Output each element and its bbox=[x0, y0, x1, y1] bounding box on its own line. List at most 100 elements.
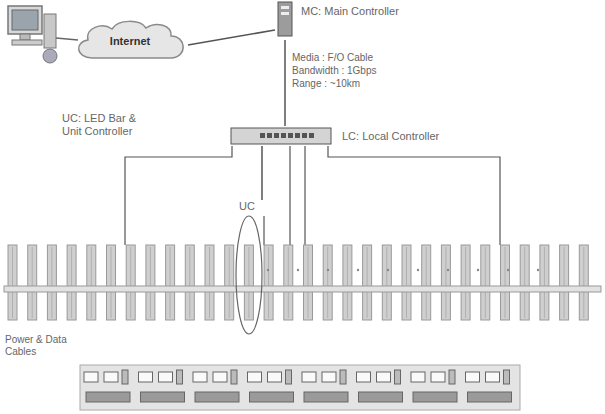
strip-board bbox=[304, 392, 348, 402]
connector bbox=[261, 146, 263, 200]
led-bar-line bbox=[51, 247, 52, 318]
screen bbox=[12, 10, 38, 30]
annotation-label: UC: LED Bar & Unit Controller bbox=[62, 112, 154, 138]
led-bar bbox=[560, 245, 569, 320]
unit-dot bbox=[507, 269, 509, 271]
led-bar bbox=[461, 245, 470, 320]
switch-port bbox=[274, 133, 279, 138]
led-module bbox=[486, 372, 500, 382]
led-module bbox=[104, 372, 118, 382]
led-module bbox=[357, 372, 371, 382]
strip-board bbox=[468, 392, 512, 402]
annotation-label: Power & Data Cables bbox=[5, 334, 77, 358]
led-bar-line bbox=[347, 247, 348, 318]
switch-port bbox=[281, 133, 286, 138]
strip-board bbox=[413, 392, 457, 402]
led-module bbox=[139, 372, 153, 382]
led-bar bbox=[481, 245, 490, 320]
switch-port bbox=[267, 133, 272, 138]
led-module bbox=[322, 372, 336, 382]
led-strip-photo bbox=[80, 365, 520, 410]
led-bar bbox=[185, 245, 194, 320]
connector bbox=[284, 40, 286, 126]
connector-block bbox=[286, 370, 292, 384]
led-bar-line bbox=[406, 247, 407, 318]
led-bar-line bbox=[327, 247, 328, 318]
led-bar bbox=[323, 245, 332, 320]
strip-board bbox=[86, 392, 130, 402]
led-bar bbox=[520, 245, 529, 320]
switch-device bbox=[231, 128, 331, 144]
unit-dot bbox=[297, 269, 299, 271]
node-text: MC: Main Controller bbox=[301, 5, 399, 17]
led-bar-line bbox=[229, 247, 230, 318]
led-bar bbox=[107, 245, 116, 320]
connector-block bbox=[395, 370, 401, 384]
node-text: Internet bbox=[70, 35, 190, 47]
led-bar-line bbox=[32, 247, 33, 318]
connector-block bbox=[449, 370, 455, 384]
led-module bbox=[84, 372, 98, 382]
unit-controller-ellipse: UC bbox=[234, 200, 264, 335]
led-bar bbox=[67, 245, 76, 320]
device-slot bbox=[281, 6, 289, 9]
led-bar-line bbox=[386, 247, 387, 318]
led-bar-line bbox=[12, 247, 13, 318]
internet-cloud: Internet bbox=[70, 18, 190, 63]
led-bar bbox=[579, 245, 588, 320]
annotation-label: Range : ~10km bbox=[292, 78, 360, 90]
led-module bbox=[431, 372, 445, 382]
switch-port bbox=[295, 133, 300, 138]
led-bar-line bbox=[505, 247, 506, 318]
led-bar-line bbox=[170, 247, 171, 318]
led-bar-line bbox=[130, 247, 131, 318]
monitor bbox=[8, 6, 42, 34]
led-bar-line bbox=[248, 247, 249, 318]
led-bar-line bbox=[268, 247, 269, 318]
strip-board bbox=[250, 392, 294, 402]
tower bbox=[44, 14, 56, 48]
led-bar bbox=[284, 245, 293, 320]
connector-block bbox=[122, 370, 128, 384]
node-text: LC: Local Controller bbox=[342, 130, 439, 142]
unit-dot bbox=[537, 269, 539, 271]
data-wire bbox=[263, 216, 264, 245]
led-bar-line bbox=[524, 247, 525, 318]
led-bar bbox=[402, 245, 411, 320]
led-bar-line bbox=[544, 247, 545, 318]
network-wire bbox=[56, 38, 78, 40]
led-module bbox=[213, 372, 227, 382]
connector-block bbox=[177, 370, 183, 384]
led-bar-line bbox=[189, 247, 190, 318]
led-bar bbox=[264, 245, 273, 320]
connector bbox=[188, 30, 275, 45]
led-bar-line bbox=[209, 247, 210, 318]
led-bar bbox=[244, 245, 253, 320]
led-bar bbox=[422, 245, 431, 320]
led-bar bbox=[540, 245, 549, 320]
connector-block bbox=[504, 370, 510, 384]
switch-port bbox=[288, 133, 293, 138]
led-bar-line bbox=[564, 247, 565, 318]
unit-dot bbox=[357, 269, 359, 271]
highlight-ellipse bbox=[236, 216, 262, 334]
led-module bbox=[159, 372, 173, 382]
led-bar-line bbox=[485, 247, 486, 318]
led-module bbox=[248, 372, 262, 382]
led-bar-line bbox=[150, 247, 151, 318]
led-bar-line bbox=[111, 247, 112, 318]
led-bar-line bbox=[71, 247, 72, 318]
main-controller: MC: Main Controller bbox=[275, 0, 403, 40]
led-bar bbox=[146, 245, 155, 320]
node-shape bbox=[234, 200, 264, 335]
led-bar-line bbox=[465, 247, 466, 318]
led-bar-line bbox=[426, 247, 427, 318]
switch-port bbox=[309, 133, 314, 138]
led-bar-line bbox=[308, 247, 309, 318]
led-bar bbox=[126, 245, 135, 320]
strip-board bbox=[141, 392, 185, 402]
led-bar bbox=[87, 245, 96, 320]
globe bbox=[43, 49, 57, 63]
unit-dot bbox=[267, 269, 269, 271]
led-bar bbox=[501, 245, 510, 320]
